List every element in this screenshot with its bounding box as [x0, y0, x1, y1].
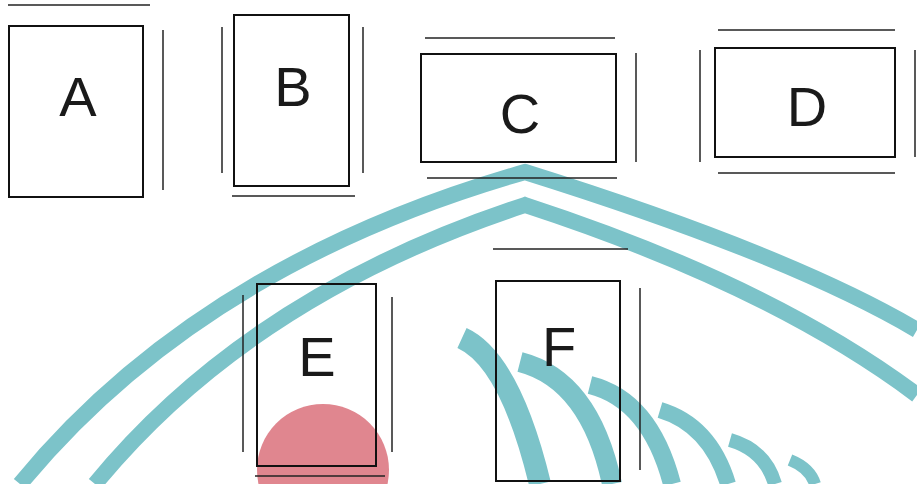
side-line [914, 50, 916, 157]
side-line [362, 27, 364, 173]
watermark-arc [20, 172, 917, 484]
letter-box: B [233, 14, 350, 187]
side-line [255, 475, 385, 477]
box-letter: F [542, 319, 576, 375]
box-letter: B [274, 59, 311, 115]
watermark-scale [730, 440, 775, 484]
box-letter: A [59, 69, 96, 125]
side-line [639, 288, 641, 470]
side-line [635, 53, 637, 162]
side-line [699, 50, 701, 162]
pink-circle [257, 404, 389, 484]
letter-box: E [256, 283, 377, 467]
side-line [162, 30, 164, 190]
watermark-arc [95, 205, 917, 484]
box-letter: D [787, 79, 827, 135]
watermark-scale [660, 410, 728, 484]
side-line [391, 297, 393, 452]
side-line [232, 195, 355, 197]
side-line [718, 29, 895, 31]
side-line [493, 248, 628, 250]
side-line [427, 177, 617, 179]
side-line [221, 27, 223, 173]
letter-box: A [8, 25, 144, 198]
box-letter: C [500, 86, 540, 142]
letter-box: F [495, 280, 621, 482]
letter-box: D [714, 47, 896, 158]
side-line [718, 172, 895, 174]
side-line [425, 37, 615, 39]
letter-box: C [420, 53, 617, 163]
box-letter: E [298, 329, 335, 385]
side-line [242, 295, 244, 452]
side-line [8, 4, 150, 6]
watermark-scale [590, 385, 672, 484]
watermark-scale [790, 460, 815, 484]
